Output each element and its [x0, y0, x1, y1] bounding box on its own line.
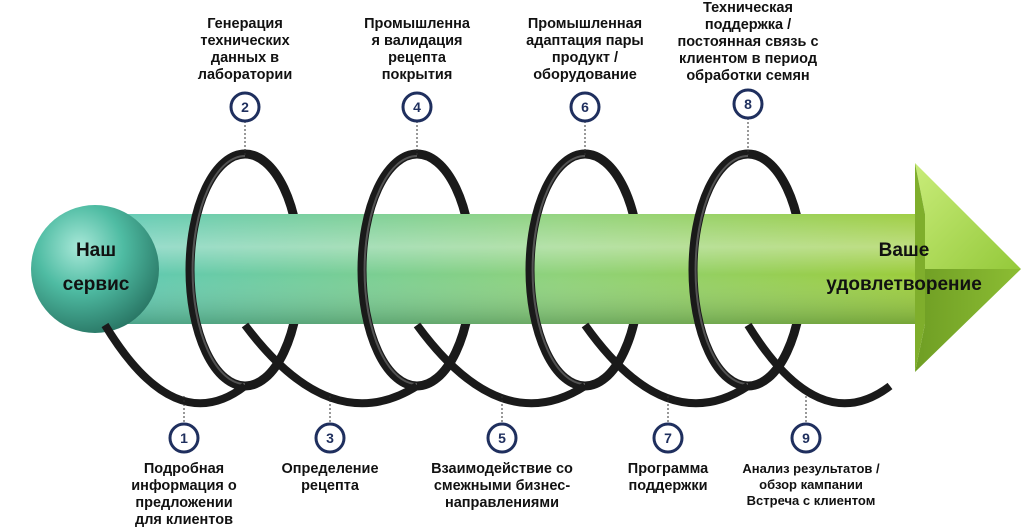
step-label-line: Определение — [281, 461, 379, 477]
step-label-line: рецепта — [301, 478, 359, 494]
step-label-line: оборудование — [533, 67, 637, 83]
step-label-line: направлениями — [444, 495, 560, 511]
step-number: 3 — [326, 430, 334, 446]
step-label-line: поддержки — [628, 478, 708, 494]
step-label-line: клиентом в период — [678, 51, 818, 67]
step-label-line: данных в — [210, 50, 280, 66]
step-number: 7 — [664, 430, 672, 446]
arrow-head-bottom — [915, 269, 1021, 372]
step-number: 6 — [581, 99, 589, 115]
step-marker-ring — [652, 422, 684, 454]
start-label-line: сервис — [62, 274, 130, 295]
arrow-head-top — [915, 163, 1021, 269]
coil-connector-arc — [101, 322, 248, 408]
coil-front-arc — [688, 149, 749, 391]
start-label-line: Наш — [75, 240, 117, 261]
step-markers: 1 2 3 4 5 6 7 8 9 — [168, 88, 822, 454]
end-label-line: Ваше — [878, 240, 930, 261]
step-label-line: для клиентов — [135, 512, 233, 528]
end-label-line: удовлетворение — [826, 274, 982, 295]
step-marker-ring — [314, 422, 346, 454]
step-marker-ring — [401, 91, 433, 123]
step-label-line: Встреча с клиентом — [746, 493, 876, 508]
step-marker-ring — [569, 91, 601, 123]
step-number: 8 — [744, 96, 752, 112]
step-number: 4 — [413, 99, 421, 115]
step-label-line: я валидация — [371, 33, 463, 49]
step-label-line: Подробная — [143, 461, 225, 477]
step-label-line: лаборатории — [197, 67, 293, 83]
step-number: 2 — [241, 99, 249, 115]
step-label-line: Взаимодействие со — [431, 461, 573, 477]
step-label-line: Анализ результатов / — [742, 461, 880, 476]
arrow-head-edge — [915, 163, 925, 372]
step-label-line: покрытия — [381, 67, 453, 83]
step-label-line: Программа — [627, 461, 709, 477]
step-label-line: обработки семян — [686, 68, 810, 84]
coil-connector-arc — [241, 322, 420, 408]
step-label-line: обзор кампании — [759, 477, 863, 492]
step-label-line: постоянная связь с — [677, 34, 819, 50]
step-label-line: рецепта — [388, 50, 446, 66]
step-label-line: информация о — [131, 478, 237, 494]
step-marker-ring — [486, 422, 518, 454]
arrow-shaft-shading — [115, 214, 925, 324]
step-label-line: предложении — [135, 495, 233, 511]
end-label: Ваше удовлетворение — [812, 234, 996, 302]
step-label-line: Промышленна — [364, 16, 470, 32]
start-label: Наш сервис — [55, 234, 137, 302]
start-sphere — [31, 205, 159, 333]
coil-connector-arc — [744, 322, 893, 408]
spiral-coils-front — [101, 149, 893, 408]
step-number: 5 — [498, 430, 506, 446]
coil-connector-arc — [581, 322, 751, 408]
step-marker-ring — [168, 422, 200, 454]
coil-front-arc — [525, 149, 586, 391]
step-label-line: Промышленная — [527, 16, 643, 32]
step-label-line: Генерация — [207, 16, 283, 32]
coil-front-highlight — [363, 155, 418, 385]
coil-front-arc — [185, 149, 246, 391]
coil-front-highlight — [531, 155, 586, 385]
step-number: 1 — [180, 430, 188, 446]
step-label-line: технических — [200, 33, 290, 49]
step-marker-ring — [732, 88, 764, 120]
step-marker-ring — [229, 91, 261, 123]
step-number: 9 — [802, 430, 810, 446]
step-label-line: продукт / — [551, 50, 619, 66]
step-label-line: адаптация пары — [526, 33, 644, 49]
coil-front-highlight — [694, 155, 749, 385]
step-marker-ring — [790, 422, 822, 454]
coil-front-arc — [357, 149, 418, 391]
step-label-line: смежными бизнес- — [433, 478, 571, 494]
step-label-line: поддержка / — [704, 17, 792, 33]
step-label-line: Техническая — [703, 0, 793, 16]
coil-connector-arc — [413, 322, 588, 408]
coil-front-highlight — [191, 155, 246, 385]
